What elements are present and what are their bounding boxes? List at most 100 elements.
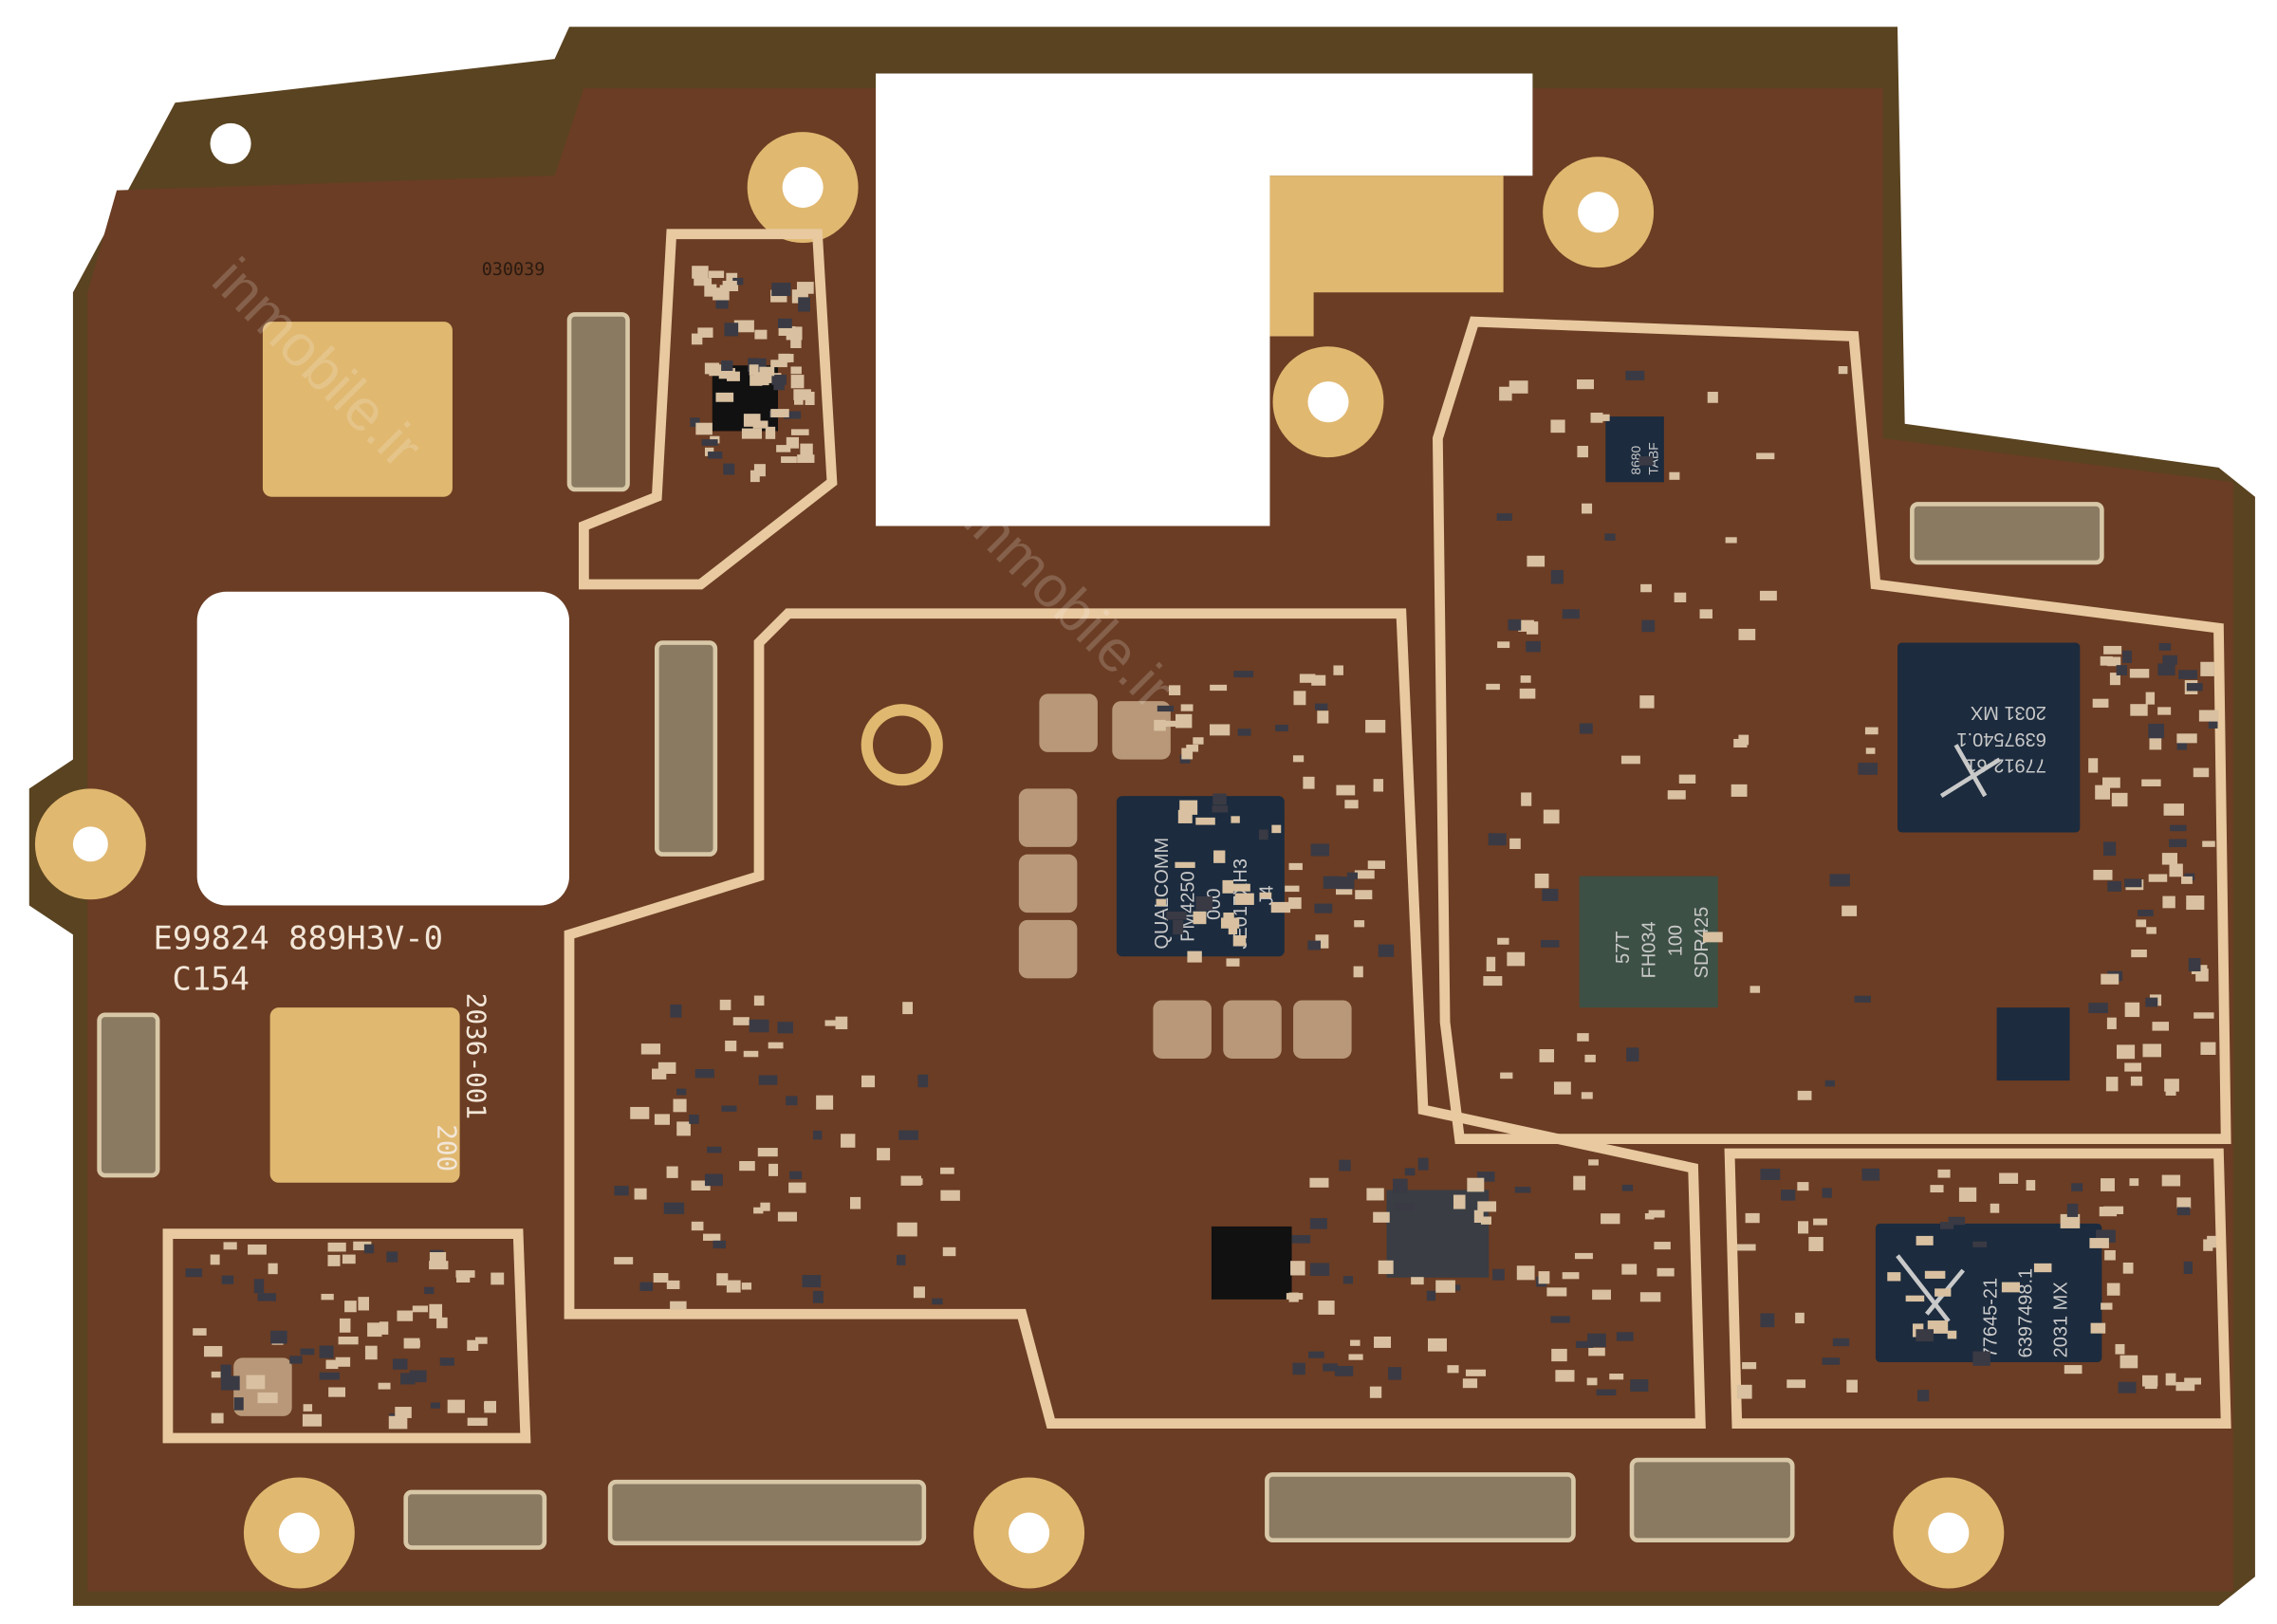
smd-part [2118, 1381, 2137, 1393]
smd-part [1259, 829, 1268, 840]
smd-part [395, 1407, 412, 1418]
smd-part [777, 1022, 793, 1034]
smd-part [233, 1397, 244, 1411]
smd-part [1213, 793, 1227, 805]
smd-part [812, 1290, 824, 1303]
smd-part [2001, 1282, 2020, 1293]
smd-part [784, 411, 802, 419]
smd-part [429, 1303, 443, 1320]
smd-part [1314, 903, 1333, 914]
smd-part [1760, 1169, 1781, 1181]
smd-part [715, 392, 734, 402]
smd-part [2088, 1003, 2108, 1014]
smd-part [1745, 1212, 1760, 1224]
smd-part [861, 1075, 876, 1088]
smd-part [1678, 774, 1696, 784]
smd-part [2142, 1043, 2162, 1058]
chip-transceiver [1579, 876, 1718, 1008]
smd-part [2071, 1183, 2083, 1191]
smd-part [1829, 874, 1850, 887]
smd-part [1657, 1267, 1675, 1277]
smd-part [2122, 650, 2132, 663]
smd-part [270, 1330, 287, 1344]
smd-part [1209, 724, 1231, 736]
smd-part [2164, 1079, 2179, 1092]
smd-part [246, 1375, 266, 1390]
smd-part [2198, 710, 2219, 722]
smd-part [1781, 1190, 1796, 1201]
smd-part [1550, 1316, 1570, 1323]
smd-part [1462, 1378, 1478, 1389]
smd-part [1575, 1340, 1594, 1348]
smd-part [397, 1310, 414, 1321]
smd-part [1307, 940, 1322, 950]
smd-part [1173, 919, 1184, 935]
smd-part [2102, 841, 2117, 857]
smd-part [2101, 777, 2120, 788]
smd-part [2169, 839, 2187, 848]
smd-part [1336, 784, 1356, 796]
smd-part [721, 360, 733, 371]
smd-part [749, 1019, 769, 1033]
pmic-line-1: QUALCOMM [1152, 838, 1173, 950]
smd-part [1539, 1049, 1555, 1062]
smd-part [1550, 569, 1564, 584]
smd-part [765, 426, 776, 439]
smd-part [2193, 767, 2210, 778]
small-ic-line-2: TABF [1646, 442, 1661, 474]
smd-part [1311, 674, 1326, 686]
smd-part [1813, 1218, 1827, 1226]
smd-part [2202, 840, 2215, 847]
smd-part [1838, 366, 1848, 375]
smd-part [1323, 876, 1341, 889]
smd-part [2064, 1365, 2083, 1375]
smd-part [2141, 779, 2161, 786]
smd-part [1630, 1379, 1649, 1393]
smd-part [2111, 792, 2128, 807]
smd-part [327, 1254, 341, 1266]
silk-top-code: 030039 [482, 260, 546, 280]
smd-part [2208, 714, 2218, 729]
smd-part [2026, 1179, 2036, 1191]
smd-part [484, 1400, 497, 1413]
gold-contact [1269, 175, 1504, 337]
smd-part [1738, 628, 1756, 640]
smd-part [1939, 1222, 1954, 1229]
smd-part [1588, 1159, 1599, 1166]
smd-part [2163, 803, 2184, 816]
smd-part [1596, 1389, 1617, 1396]
smd-part [1309, 1263, 1330, 1276]
smd-part [2089, 1238, 2109, 1248]
smd-part [713, 287, 730, 301]
smd-part [2176, 733, 2197, 744]
smd-part [1292, 1362, 1305, 1375]
connectors [97, 312, 2104, 1550]
smd-part [1854, 995, 1871, 1003]
smd-part [1373, 779, 1384, 792]
smd-part [2101, 973, 2120, 985]
smd-part [634, 1188, 647, 1200]
smd-part [2145, 997, 2158, 1007]
smd-part [726, 272, 738, 286]
smd-part [1291, 1234, 1311, 1244]
smd-part [1465, 1369, 1487, 1376]
smd-part [1288, 862, 1303, 871]
smd-part [760, 1202, 770, 1211]
smd-part [1154, 719, 1166, 731]
cutout-left [196, 591, 569, 906]
smd-part [1648, 1209, 1665, 1218]
smd-part [1339, 1159, 1351, 1172]
smd-part [2124, 1062, 2141, 1072]
smd-part [1797, 1182, 1809, 1191]
smd-part [654, 1114, 670, 1125]
smd-part [2104, 1249, 2116, 1261]
smd-part [724, 323, 739, 337]
smd-part [722, 281, 737, 289]
smd-part [1157, 705, 1175, 712]
smd-part [1550, 419, 1565, 434]
smd-part [898, 1130, 918, 1140]
smd-part [2178, 670, 2197, 679]
smd-part [1916, 1329, 1934, 1342]
smd-part [220, 1375, 240, 1391]
smd-part [694, 278, 713, 286]
